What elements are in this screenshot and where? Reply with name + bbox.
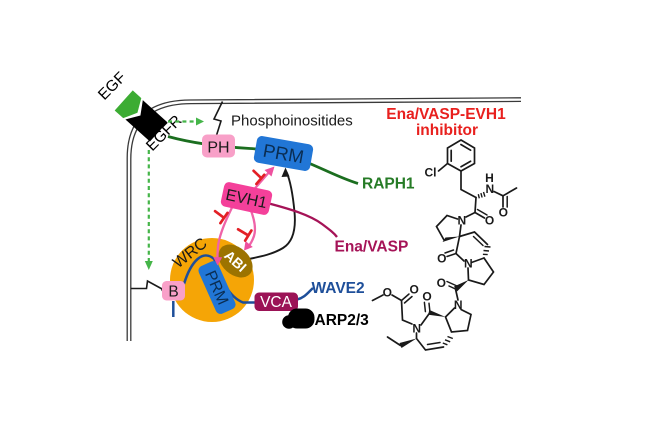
svg-text:Cl: Cl [425, 166, 437, 180]
svg-text:RAPH1: RAPH1 [362, 176, 415, 193]
svg-text:O: O [410, 283, 419, 297]
svg-text:PH: PH [207, 140, 229, 157]
svg-text:N: N [457, 214, 466, 228]
svg-text:N: N [464, 257, 473, 271]
svg-text:B: B [168, 284, 178, 301]
svg-text:O: O [383, 286, 392, 300]
svg-text:O: O [422, 290, 431, 304]
svg-text:N: N [412, 322, 421, 336]
svg-text:Ena/VASP: Ena/VASP [335, 239, 409, 256]
svg-text:O: O [437, 252, 446, 266]
svg-text:inhibitor: inhibitor [416, 122, 478, 139]
svg-text:O: O [499, 206, 508, 220]
svg-text:N: N [485, 182, 494, 196]
svg-text:WAVE2: WAVE2 [312, 280, 365, 297]
svg-text:Phosphoinositides: Phosphoinositides [231, 113, 353, 130]
svg-text:O: O [485, 214, 494, 228]
svg-text:N: N [454, 298, 463, 312]
svg-text:Ena/VASP-EVH1: Ena/VASP-EVH1 [386, 106, 506, 123]
svg-text:O: O [437, 276, 446, 290]
svg-text:H: H [485, 171, 494, 185]
svg-text:ARP2/3: ARP2/3 [315, 312, 370, 329]
svg-text:VCA: VCA [260, 294, 293, 311]
